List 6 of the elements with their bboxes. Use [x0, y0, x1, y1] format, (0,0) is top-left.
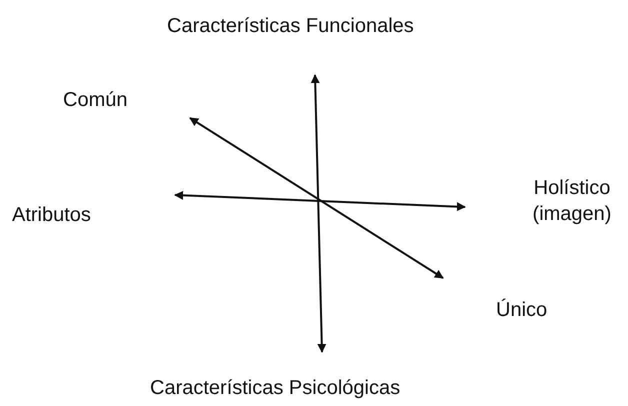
axis-label: Holístico (imagen) [532, 176, 612, 227]
axis-label: Características Psicológicas [150, 376, 400, 400]
axis-label: Único [496, 298, 548, 322]
axis-label: Características Funcionales [167, 14, 414, 38]
axis-label: Atributos [12, 203, 91, 227]
axis-label: Común [63, 88, 128, 112]
